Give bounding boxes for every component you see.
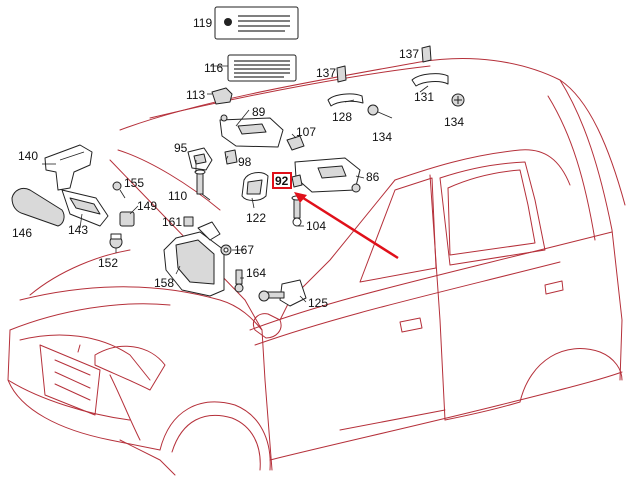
label-128: 128	[332, 110, 352, 124]
part-161-clip	[183, 216, 194, 227]
label-149: 149	[137, 199, 157, 213]
label-140: 140	[18, 149, 38, 163]
part-95-bracket	[187, 147, 213, 171]
label-164: 164	[246, 266, 266, 280]
label-152: 152	[98, 256, 118, 270]
label-92: 92	[275, 174, 289, 188]
part-98-clip	[224, 149, 238, 165]
label-131: 131	[414, 90, 434, 104]
label-107: 107	[296, 125, 316, 139]
label-137-left: 137	[316, 66, 336, 80]
part-116-label-plate	[227, 54, 297, 82]
label-158: 158	[154, 276, 174, 290]
part-146-cover	[11, 187, 65, 227]
label-161: 161	[162, 215, 182, 229]
label-98: 98	[238, 155, 252, 169]
label-143: 143	[68, 223, 88, 237]
part-158-mirror-housing	[163, 221, 225, 297]
part-152-bulb	[109, 233, 123, 249]
car-body-outline	[7, 58, 626, 476]
part-92-clip	[291, 174, 303, 188]
part-113-clip	[207, 87, 233, 105]
part-134-screw-right	[451, 93, 465, 107]
part-143-housing	[61, 189, 109, 227]
highlight-part-92: 92	[272, 172, 399, 260]
label-119: 119	[193, 16, 212, 30]
label-125: 125	[308, 296, 328, 310]
label-86: 86	[366, 170, 380, 184]
highlight-box	[272, 172, 292, 189]
label-110: 110	[168, 189, 187, 203]
part-167-washer	[220, 244, 232, 256]
part-137-clip-left	[336, 65, 347, 83]
part-140-bracket	[44, 144, 93, 191]
part-110-screw	[194, 169, 206, 195]
label-137-right: 137	[399, 47, 419, 61]
label-89: 89	[252, 105, 266, 119]
part-labels: 119 116 113 89 137 137 128 131 134 134 1…	[12, 16, 464, 310]
label-146: 146	[12, 226, 32, 240]
label-167: 167	[234, 243, 254, 257]
part-131-grab-handle	[411, 73, 449, 87]
label-122: 122	[246, 211, 266, 225]
label-116: 116	[204, 61, 223, 75]
part-86-sun-visor-right	[294, 157, 361, 193]
part-125-knob	[258, 279, 307, 307]
label-104: 104	[306, 219, 326, 233]
label-113: 113	[186, 88, 205, 102]
label-155: 155	[124, 176, 144, 190]
highlight-arrow-line	[299, 194, 399, 260]
part-134-screw-left	[367, 104, 393, 119]
label-134-right: 134	[444, 115, 464, 129]
part-119-label-plate	[214, 6, 299, 40]
part-89-sun-visor-left	[219, 114, 284, 148]
part-128-grab-handle	[327, 93, 364, 107]
part-149-switch	[119, 211, 135, 227]
highlight-arrow-head	[294, 192, 307, 203]
part-122-interior-mirror	[241, 172, 269, 201]
part-137-clip-right	[421, 45, 432, 63]
part-164-screw	[234, 269, 244, 293]
part-155-screw	[112, 181, 122, 191]
leader-lines	[42, 65, 429, 303]
label-95: 95	[174, 141, 188, 155]
label-134-left: 134	[372, 130, 392, 144]
